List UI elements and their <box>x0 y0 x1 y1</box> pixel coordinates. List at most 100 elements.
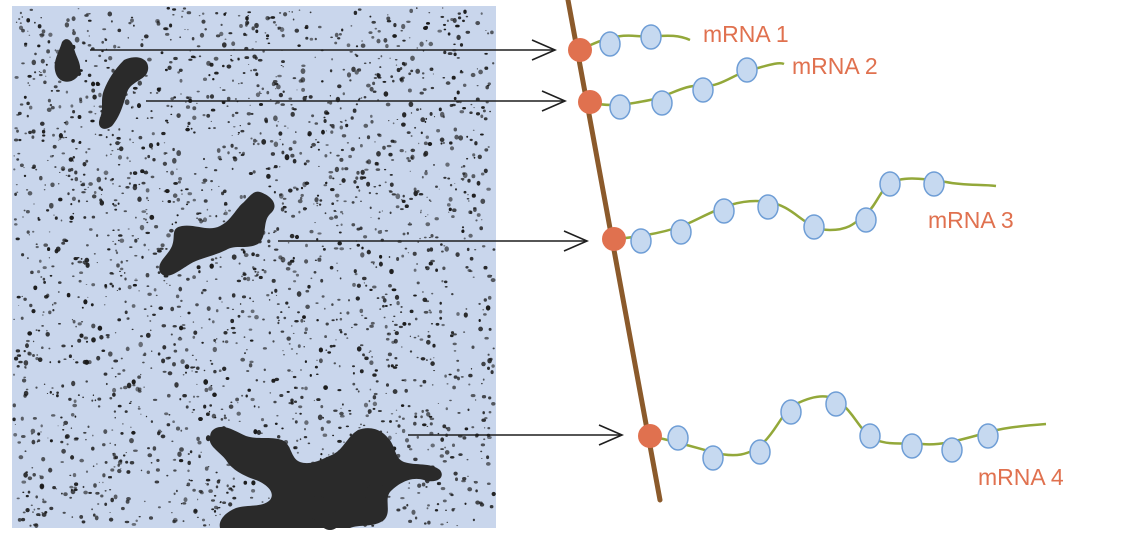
speckle <box>390 75 394 78</box>
speckle <box>348 299 350 302</box>
speckle <box>281 60 285 64</box>
speckle <box>246 22 249 24</box>
speckle <box>396 45 401 47</box>
speckle <box>389 57 391 59</box>
speckle <box>226 96 231 101</box>
speckle <box>249 496 254 499</box>
mrna-4-group: mRNA 4 <box>638 391 1064 490</box>
speckle <box>36 354 39 356</box>
speckle <box>82 173 86 176</box>
speckle <box>131 129 134 133</box>
speckle <box>23 360 29 366</box>
speckle <box>23 376 27 379</box>
speckle <box>413 268 417 272</box>
speckle <box>309 337 312 340</box>
speckle <box>292 186 297 190</box>
speckle <box>304 386 308 391</box>
speckle <box>406 20 411 24</box>
speckle <box>210 108 216 112</box>
speckle <box>488 396 492 400</box>
speckle <box>47 437 49 439</box>
speckle <box>314 56 316 59</box>
speckle <box>341 213 344 215</box>
speckle <box>214 262 219 264</box>
speckle <box>369 15 372 18</box>
speckle <box>300 77 306 83</box>
speckle <box>34 21 36 24</box>
speckle <box>110 497 114 503</box>
speckle <box>256 140 258 142</box>
speckle <box>96 176 102 183</box>
speckle <box>419 338 424 341</box>
speckle <box>487 426 491 430</box>
speckle <box>252 142 255 146</box>
speckle <box>38 259 42 263</box>
speckle <box>223 211 228 216</box>
speckle <box>374 161 379 166</box>
speckle <box>217 155 222 160</box>
speckle <box>202 217 208 223</box>
speckle <box>43 280 46 284</box>
speckle <box>356 227 361 231</box>
speckle <box>129 460 135 465</box>
speckle <box>24 367 27 369</box>
speckle <box>413 336 417 339</box>
speckle <box>472 153 476 157</box>
speckle <box>234 111 239 115</box>
speckle <box>426 339 431 345</box>
speckle <box>219 31 224 37</box>
speckle <box>255 253 260 258</box>
speckle <box>61 492 63 495</box>
speckle <box>124 99 130 106</box>
speckle <box>257 58 263 62</box>
speckle <box>322 433 328 437</box>
speckle <box>208 73 211 77</box>
speckle <box>429 358 432 360</box>
speckle <box>186 11 192 15</box>
speckle <box>406 232 409 235</box>
speckle <box>70 104 74 108</box>
speckle <box>325 144 329 146</box>
speckle <box>288 11 290 13</box>
speckle <box>301 387 304 390</box>
speckle <box>52 393 54 396</box>
speckle <box>252 170 256 174</box>
speckle <box>346 43 351 48</box>
speckle <box>262 318 265 321</box>
speckle <box>182 374 185 376</box>
speckle <box>26 339 30 343</box>
speckle <box>204 166 208 169</box>
polysome-cluster-1 <box>54 39 81 82</box>
speckle <box>170 333 173 336</box>
speckle <box>248 363 253 368</box>
speckle <box>175 519 178 522</box>
speckle <box>52 133 55 137</box>
speckle <box>173 492 176 496</box>
speckle <box>140 373 142 376</box>
speckle <box>173 96 177 99</box>
speckle <box>292 140 297 145</box>
speckle <box>106 66 110 69</box>
speckle <box>249 297 252 300</box>
speckle <box>126 382 132 389</box>
speckle <box>231 167 234 171</box>
speckle <box>105 154 108 157</box>
speckle <box>411 509 416 515</box>
speckle <box>16 113 20 116</box>
speckle <box>33 285 38 291</box>
speckle <box>283 316 287 320</box>
speckle <box>173 469 177 472</box>
speckle <box>304 360 307 363</box>
speckle <box>421 482 426 487</box>
speckle <box>46 49 50 54</box>
speckle <box>428 12 431 14</box>
speckle <box>473 480 478 484</box>
speckle <box>41 511 44 514</box>
speckle <box>111 284 114 288</box>
speckle <box>118 146 124 152</box>
speckle <box>55 246 61 252</box>
speckle <box>290 104 293 106</box>
speckle <box>200 491 204 495</box>
speckle <box>380 420 385 423</box>
speckle <box>224 209 227 211</box>
